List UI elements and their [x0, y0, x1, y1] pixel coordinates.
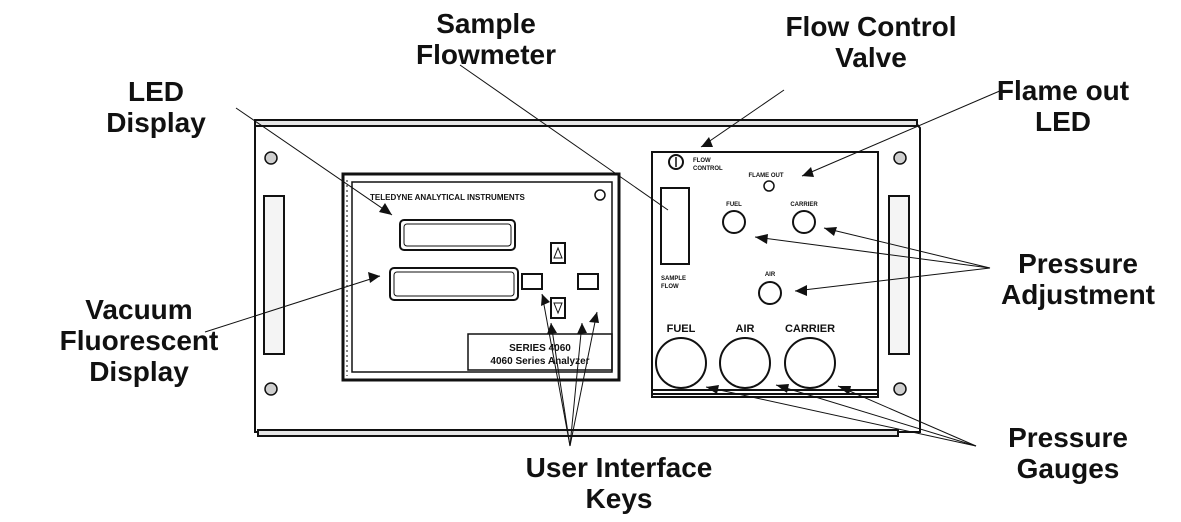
- flow-control-valve-label: Flow Control Valve: [766, 11, 976, 73]
- air-gauge-label: AIR: [736, 323, 755, 335]
- flow-control-valve-label-line1: Flow Control: [785, 11, 957, 42]
- fuel-pressure-knob[interactable]: [722, 210, 746, 234]
- carrier-knob-label: CARRIER: [790, 202, 818, 208]
- carrier-gauge: [784, 337, 836, 389]
- front-panel-bezel: [341, 172, 621, 382]
- screw: [893, 151, 907, 165]
- user-interface-keys-label-line1: User Interface: [525, 452, 713, 483]
- fuel-knob-label: FUEL: [726, 202, 742, 208]
- flow-control-valve[interactable]: [668, 154, 684, 170]
- flow-control-label-2: CONTROL: [693, 166, 723, 172]
- model-plate: [467, 333, 613, 371]
- sample-flowmeter-label-line2: Flowmeter: [415, 39, 557, 70]
- up-key[interactable]: [550, 242, 566, 264]
- user-interface-keys-label-line2: Keys: [585, 483, 653, 514]
- vfd-label-line1: Vacuum: [85, 294, 193, 325]
- flame-out-led: [763, 180, 775, 192]
- front-header: TELEDYNE ANALYTICAL INSTRUMENTS: [370, 193, 525, 202]
- sample-flow-label-1: SAMPLE: [661, 276, 686, 282]
- right-handle: [888, 195, 910, 355]
- flame-out-led-label-line1: Flame out: [996, 75, 1130, 106]
- escape-key[interactable]: [521, 273, 543, 290]
- led-display-label: LED Display: [96, 76, 216, 138]
- model-line: 4060 Series Analyzer: [490, 356, 589, 367]
- leader-lines: [204, 64, 1003, 447]
- led-display-label-line1: LED: [128, 76, 184, 107]
- vfd-label-line3: Display: [89, 356, 189, 387]
- flow-control-label-1: FLOW: [693, 158, 711, 164]
- gas-control-panel: [651, 151, 879, 398]
- screw: [264, 151, 278, 165]
- chassis-top-edge: [254, 119, 918, 127]
- pressure-adjustment-label-line1: Pressure: [1018, 248, 1138, 279]
- flame-out-led-label: Flame out LED: [978, 75, 1148, 137]
- series-line: SERIES 4060: [509, 343, 571, 354]
- pressure-adjustment-label-line2: Adjustment: [1001, 279, 1155, 310]
- arrow-heads: [368, 137, 851, 395]
- sample-flowmeter-label: Sample Flowmeter: [396, 8, 576, 70]
- pressure-gauges-label-line1: Pressure: [1008, 422, 1128, 453]
- vfd-label-line2: Fluorescent: [59, 325, 219, 356]
- vacuum-fluorescent-display-label: Vacuum Fluorescent Display: [44, 294, 234, 387]
- flame-out-label: FLAME OUT: [749, 173, 784, 179]
- led-display: [399, 219, 516, 251]
- sample-flowmeter-label-line1: Sample: [436, 8, 536, 39]
- air-pressure-knob[interactable]: [758, 281, 782, 305]
- screw: [264, 382, 278, 396]
- down-key[interactable]: [550, 297, 566, 319]
- fuel-gauge: [655, 337, 707, 389]
- led-display-label-line2: Display: [106, 107, 206, 138]
- chassis-bottom-edge: [257, 429, 899, 437]
- left-handle: [263, 195, 285, 355]
- flow-control-valve-label-line2: Valve: [835, 42, 907, 73]
- pressure-adjustment-label: Pressure Adjustment: [978, 248, 1178, 310]
- air-gauge: [719, 337, 771, 389]
- pressure-gauges-label: Pressure Gauges: [988, 422, 1148, 484]
- flame-out-led-label-line2: LED: [1035, 106, 1091, 137]
- carrier-gauge-label: CARRIER: [785, 323, 835, 335]
- user-interface-keys-label: User Interface Keys: [496, 452, 742, 514]
- indicator-lamp: [594, 189, 606, 201]
- enter-key[interactable]: [577, 273, 599, 290]
- fuel-gauge-label: FUEL: [667, 323, 696, 335]
- screw: [893, 382, 907, 396]
- sample-flow-label-2: FLOW: [661, 284, 679, 290]
- air-knob-label: AIR: [765, 272, 776, 278]
- pressure-gauges-label-line2: Gauges: [1016, 453, 1120, 484]
- sample-flowmeter: [660, 187, 690, 265]
- vacuum-fluorescent-display: [389, 267, 519, 301]
- front-panel-inner: [351, 181, 613, 373]
- carrier-pressure-knob[interactable]: [792, 210, 816, 234]
